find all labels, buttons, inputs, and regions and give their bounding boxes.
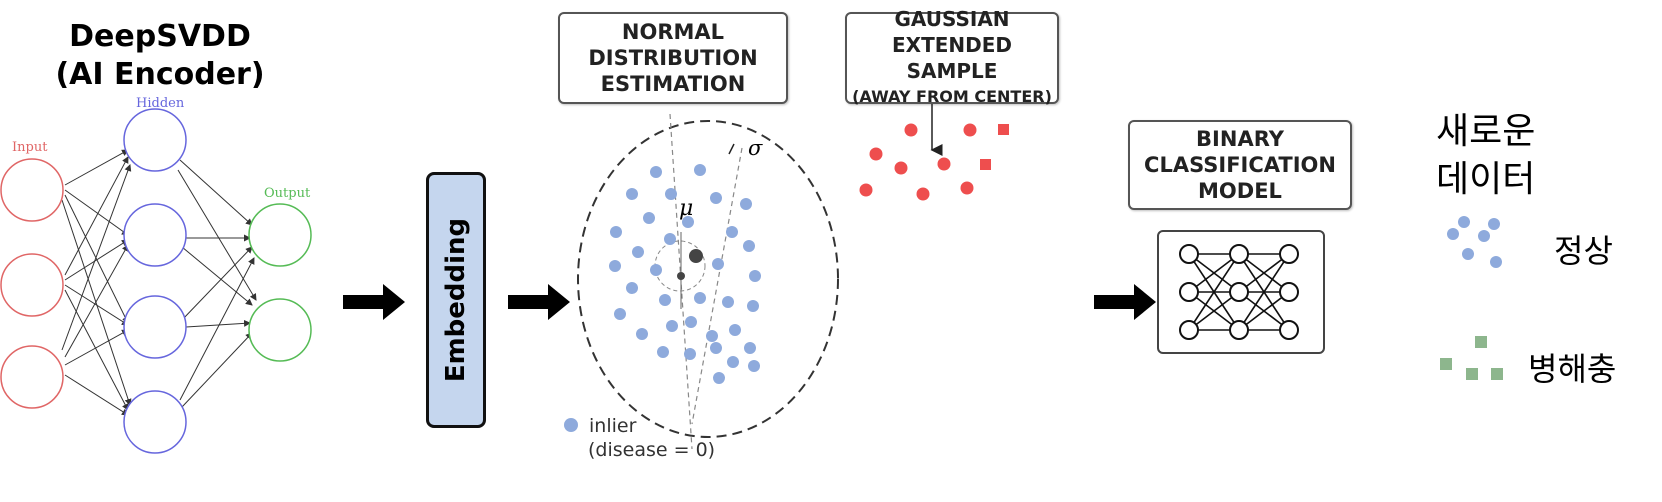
pest-sample-icon	[1440, 336, 1503, 380]
gaussian-box-line2: EXTENDED SAMPLE	[892, 33, 1012, 83]
encoder-title: DeepSVDD (AI Encoder)	[20, 18, 300, 94]
output-nodes	[248, 203, 312, 362]
gaussian-box-line1: GAUSSIAN	[894, 7, 1010, 31]
binary-box-line3: MODEL	[1198, 179, 1282, 203]
hidden-node	[123, 108, 187, 172]
encoder-edges	[61, 149, 257, 416]
classifier-frame	[1157, 230, 1325, 354]
input-nodes	[0, 158, 64, 409]
center-point	[689, 249, 703, 263]
hidden-node	[123, 390, 187, 454]
neural-network-icon	[1179, 244, 1299, 340]
embedding-label: Embedding	[441, 217, 471, 383]
inlier-label-line2: (disease = 0)	[588, 439, 716, 461]
boundary-ellipse	[577, 120, 839, 438]
inlier-legend-dot	[564, 418, 578, 432]
inlier-label: inlier	[589, 414, 636, 438]
inlier-sub-label: (disease = 0)	[588, 438, 715, 462]
hidden-node	[123, 295, 187, 359]
binary-box-line1: BINARY	[1196, 127, 1284, 151]
outlier-points	[859, 123, 1009, 201]
arrow-right-icon	[508, 284, 570, 320]
normal-box-line3: ESTIMATION	[600, 72, 746, 96]
inlier-label-line1: inlier	[589, 415, 637, 437]
embedding-block: Embedding	[426, 172, 486, 428]
input-node	[0, 253, 64, 317]
hidden-label: Hidden	[136, 96, 185, 111]
normal-box-line1: NORMAL	[621, 20, 725, 44]
gaussian-box-line3: (AWAY FROM CENTER)	[852, 87, 1052, 106]
output-node	[248, 298, 312, 362]
arrow-right-icon	[1094, 284, 1156, 320]
gaussian-sample-box: GAUSSIAN EXTENDED SAMPLE (AWAY FROM CENT…	[845, 7, 1059, 106]
legend-title: 새로운 데이터	[1436, 108, 1535, 204]
axis-line	[691, 147, 743, 425]
input-label: Input	[12, 140, 48, 155]
distribution-plot	[564, 104, 1009, 450]
axis-line	[669, 113, 693, 450]
center-circle	[654, 240, 706, 292]
encoder-network: Input Hidden Output	[0, 96, 312, 454]
normal-distribution-box: NORMAL DISTRIBUTION ESTIMATION	[558, 12, 788, 104]
binary-classification-box: BINARY CLASSIFICATION MODEL	[1128, 120, 1352, 210]
inlier-points	[609, 164, 761, 384]
output-node	[248, 203, 312, 267]
normal-sample-icon	[1447, 216, 1502, 268]
normal-label: 정상	[1554, 232, 1613, 270]
normal-box-line2: DISTRIBUTION	[588, 46, 758, 70]
sigma-label: σ	[748, 136, 763, 160]
output-label: Output	[264, 186, 311, 201]
legend-title-line1: 새로운	[1436, 111, 1536, 152]
encoder-title-line1: DeepSVDD	[69, 19, 251, 54]
arrow-right-icon	[343, 284, 405, 320]
hidden-nodes	[123, 108, 187, 454]
binary-box-line2: CLASSIFICATION	[1144, 153, 1336, 177]
legend-title-line2: 데이터	[1436, 159, 1536, 200]
input-node	[0, 158, 64, 222]
input-node	[0, 345, 64, 409]
mu-label: μ	[679, 196, 694, 221]
pest-label: 병해충	[1528, 350, 1617, 388]
hidden-node	[123, 203, 187, 267]
encoder-title-line2: (AI Encoder)	[55, 57, 265, 92]
